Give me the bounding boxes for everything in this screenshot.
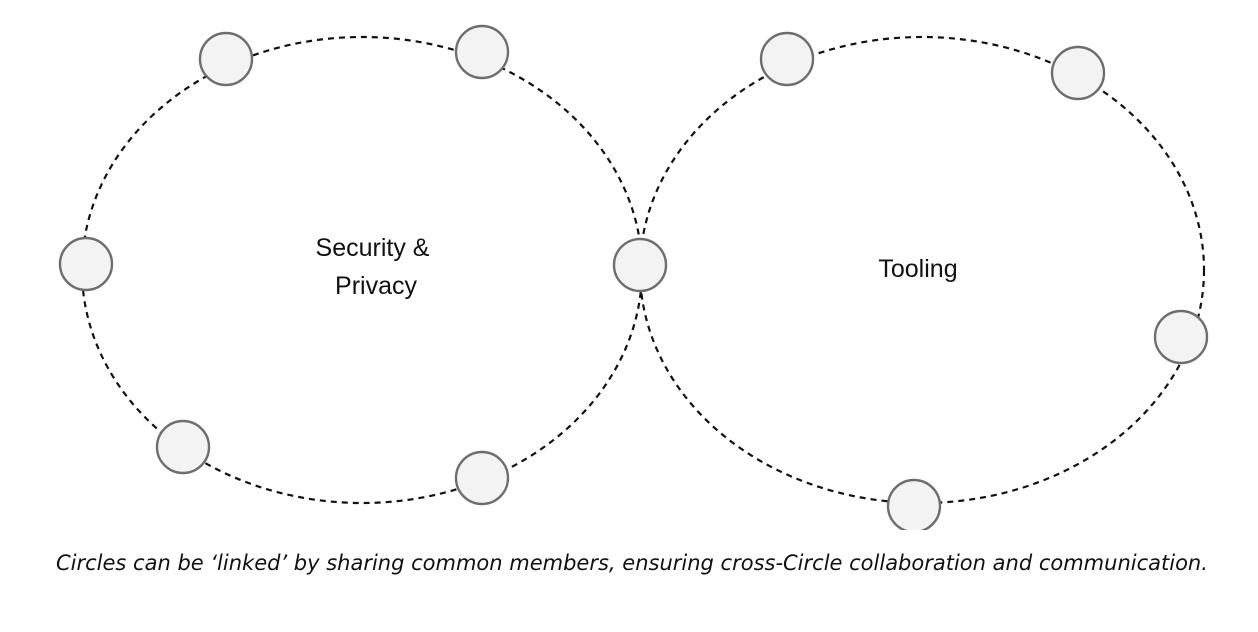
member-node xyxy=(58,236,114,292)
member-node xyxy=(1050,45,1106,101)
member-node xyxy=(155,419,211,475)
member-node xyxy=(1153,309,1209,365)
member-node xyxy=(886,478,942,530)
members xyxy=(58,24,1209,530)
member-node xyxy=(454,450,510,506)
shared-member-node xyxy=(612,237,668,293)
circle-tooling-label: Tooling xyxy=(878,255,957,283)
circle-security-privacy-label-line-2: Privacy xyxy=(335,272,417,300)
circle-tooling-boundary xyxy=(638,35,1206,505)
diagram-caption: Circles can be ‘linked’ by sharing commo… xyxy=(56,551,1208,575)
circles-diagram: Security & Privacy Tooling xyxy=(58,24,1209,530)
circle-security-privacy-label-line-1: Security & xyxy=(316,234,430,262)
member-node xyxy=(759,31,815,87)
member-node xyxy=(454,24,510,80)
member-node xyxy=(198,31,254,87)
circle-security-privacy-label: Security & Privacy xyxy=(316,234,437,300)
circle-tooling: Tooling xyxy=(638,35,1206,505)
